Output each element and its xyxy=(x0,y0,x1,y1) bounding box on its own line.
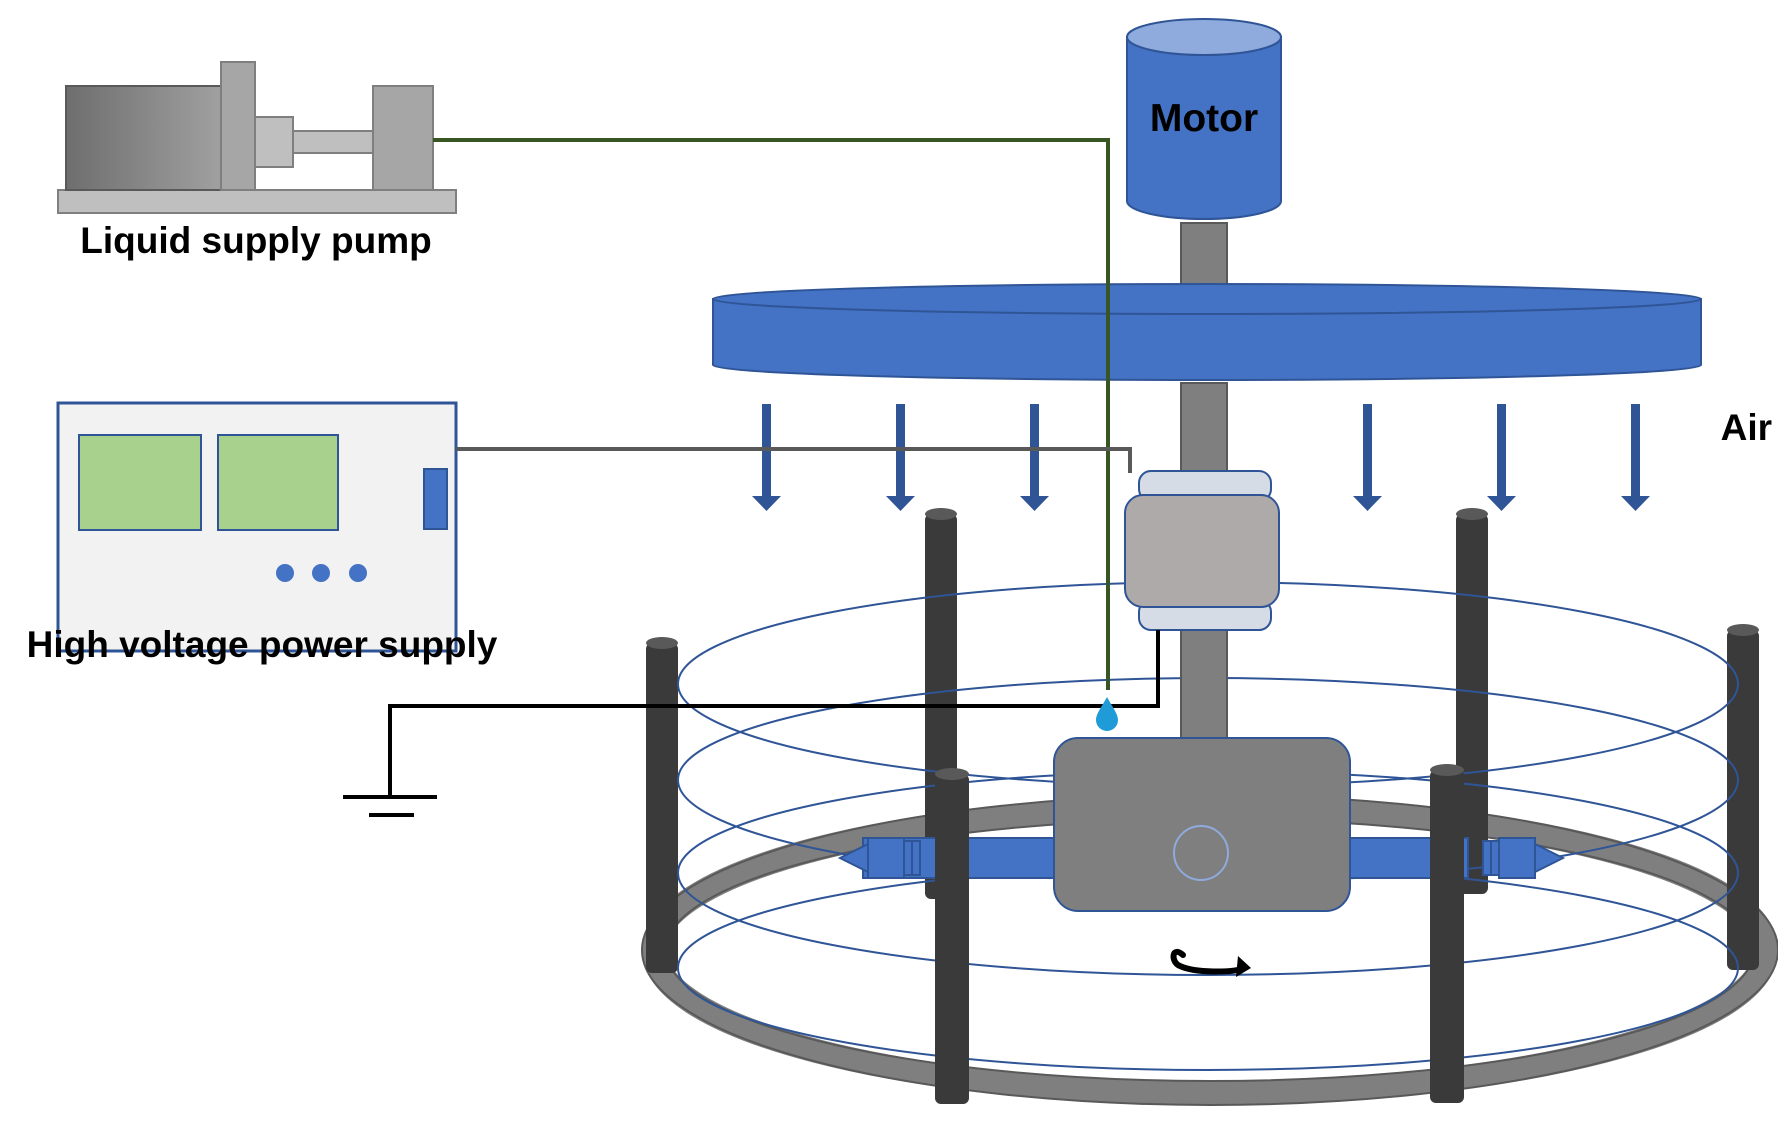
pole-front-left xyxy=(935,774,969,1104)
nozzle-left-ring-2 xyxy=(911,840,921,876)
motor-label: Motor xyxy=(1150,97,1258,140)
coupling-body xyxy=(1124,494,1280,608)
power-supply-knob-2 xyxy=(312,564,330,582)
pump-rod xyxy=(292,130,374,154)
disk-body xyxy=(712,298,1702,381)
liquid-supply-pump: Liquid supply pump xyxy=(57,61,457,261)
pole-front-right xyxy=(1430,770,1464,1103)
high-voltage-line xyxy=(456,447,1132,473)
nozzle-right-ring-2 xyxy=(1482,840,1492,876)
air-arrow-1 xyxy=(752,404,781,511)
nozzle-right-ring-1 xyxy=(1490,840,1500,876)
motor: Motor xyxy=(1126,18,1282,220)
power-supply-label: High voltage power supply xyxy=(27,624,498,665)
pole-side-right-top xyxy=(1727,624,1759,636)
air-arrow-3 xyxy=(1020,404,1049,511)
shaft-coupling xyxy=(1124,470,1280,631)
droplet-icon xyxy=(1096,697,1118,731)
nozzle-left-collar xyxy=(867,837,905,879)
hub-body xyxy=(1053,737,1351,912)
motor-assembly: Motor xyxy=(712,18,1702,744)
connection-lines xyxy=(388,138,1160,795)
pole-side-left xyxy=(646,643,678,973)
power-supply-knob-3 xyxy=(349,564,367,582)
high-voltage-power-supply: High voltage power supply xyxy=(27,401,498,665)
pole-back-left-top xyxy=(925,508,957,520)
front-poles xyxy=(935,764,1464,1104)
pole-side-left-top xyxy=(646,637,678,649)
pump-label: Liquid supply pump xyxy=(80,220,431,261)
pole-side-right xyxy=(1727,630,1759,970)
nozzle-left-ring-1 xyxy=(903,840,913,876)
air-arrow-6 xyxy=(1621,404,1650,511)
ground-line xyxy=(388,630,1160,795)
hub-center-ring xyxy=(1173,825,1229,881)
rotation-arrow-head xyxy=(1236,956,1251,977)
ground-symbol-icon xyxy=(343,795,437,817)
spinneret-hub xyxy=(1053,737,1351,912)
air-arrow-4 xyxy=(1353,404,1382,511)
power-supply-screen-left xyxy=(78,434,202,531)
motor-body xyxy=(1126,36,1282,220)
rotation-arrow-curve xyxy=(1170,948,1248,975)
power-supply-knob-1 xyxy=(276,564,294,582)
nozzle-left xyxy=(837,837,921,879)
power-supply-switch xyxy=(423,468,448,530)
motor-top xyxy=(1126,18,1282,56)
liquid-feed-line xyxy=(433,138,1110,690)
pole-front-right-top xyxy=(1430,764,1464,776)
air-label: Air xyxy=(1721,407,1772,448)
air-arrow-5 xyxy=(1487,404,1516,511)
air-arrows xyxy=(752,404,1650,511)
pump-syringe-block xyxy=(372,85,434,191)
air-arrow-2 xyxy=(886,404,915,511)
rotating-disk xyxy=(712,283,1702,381)
pump-flange xyxy=(220,61,256,191)
power-supply-screen-right xyxy=(217,434,339,531)
pole-front-left-top xyxy=(935,768,969,780)
nozzle-right xyxy=(1482,837,1566,879)
pump-motor-body xyxy=(65,85,222,191)
nozzle-right-collar xyxy=(1498,837,1536,879)
disk-top xyxy=(712,283,1702,315)
rotation-arrow-icon xyxy=(1170,948,1251,977)
pump-base xyxy=(57,189,457,214)
pump-coupler xyxy=(254,116,294,168)
pole-back-right-top xyxy=(1456,508,1488,520)
